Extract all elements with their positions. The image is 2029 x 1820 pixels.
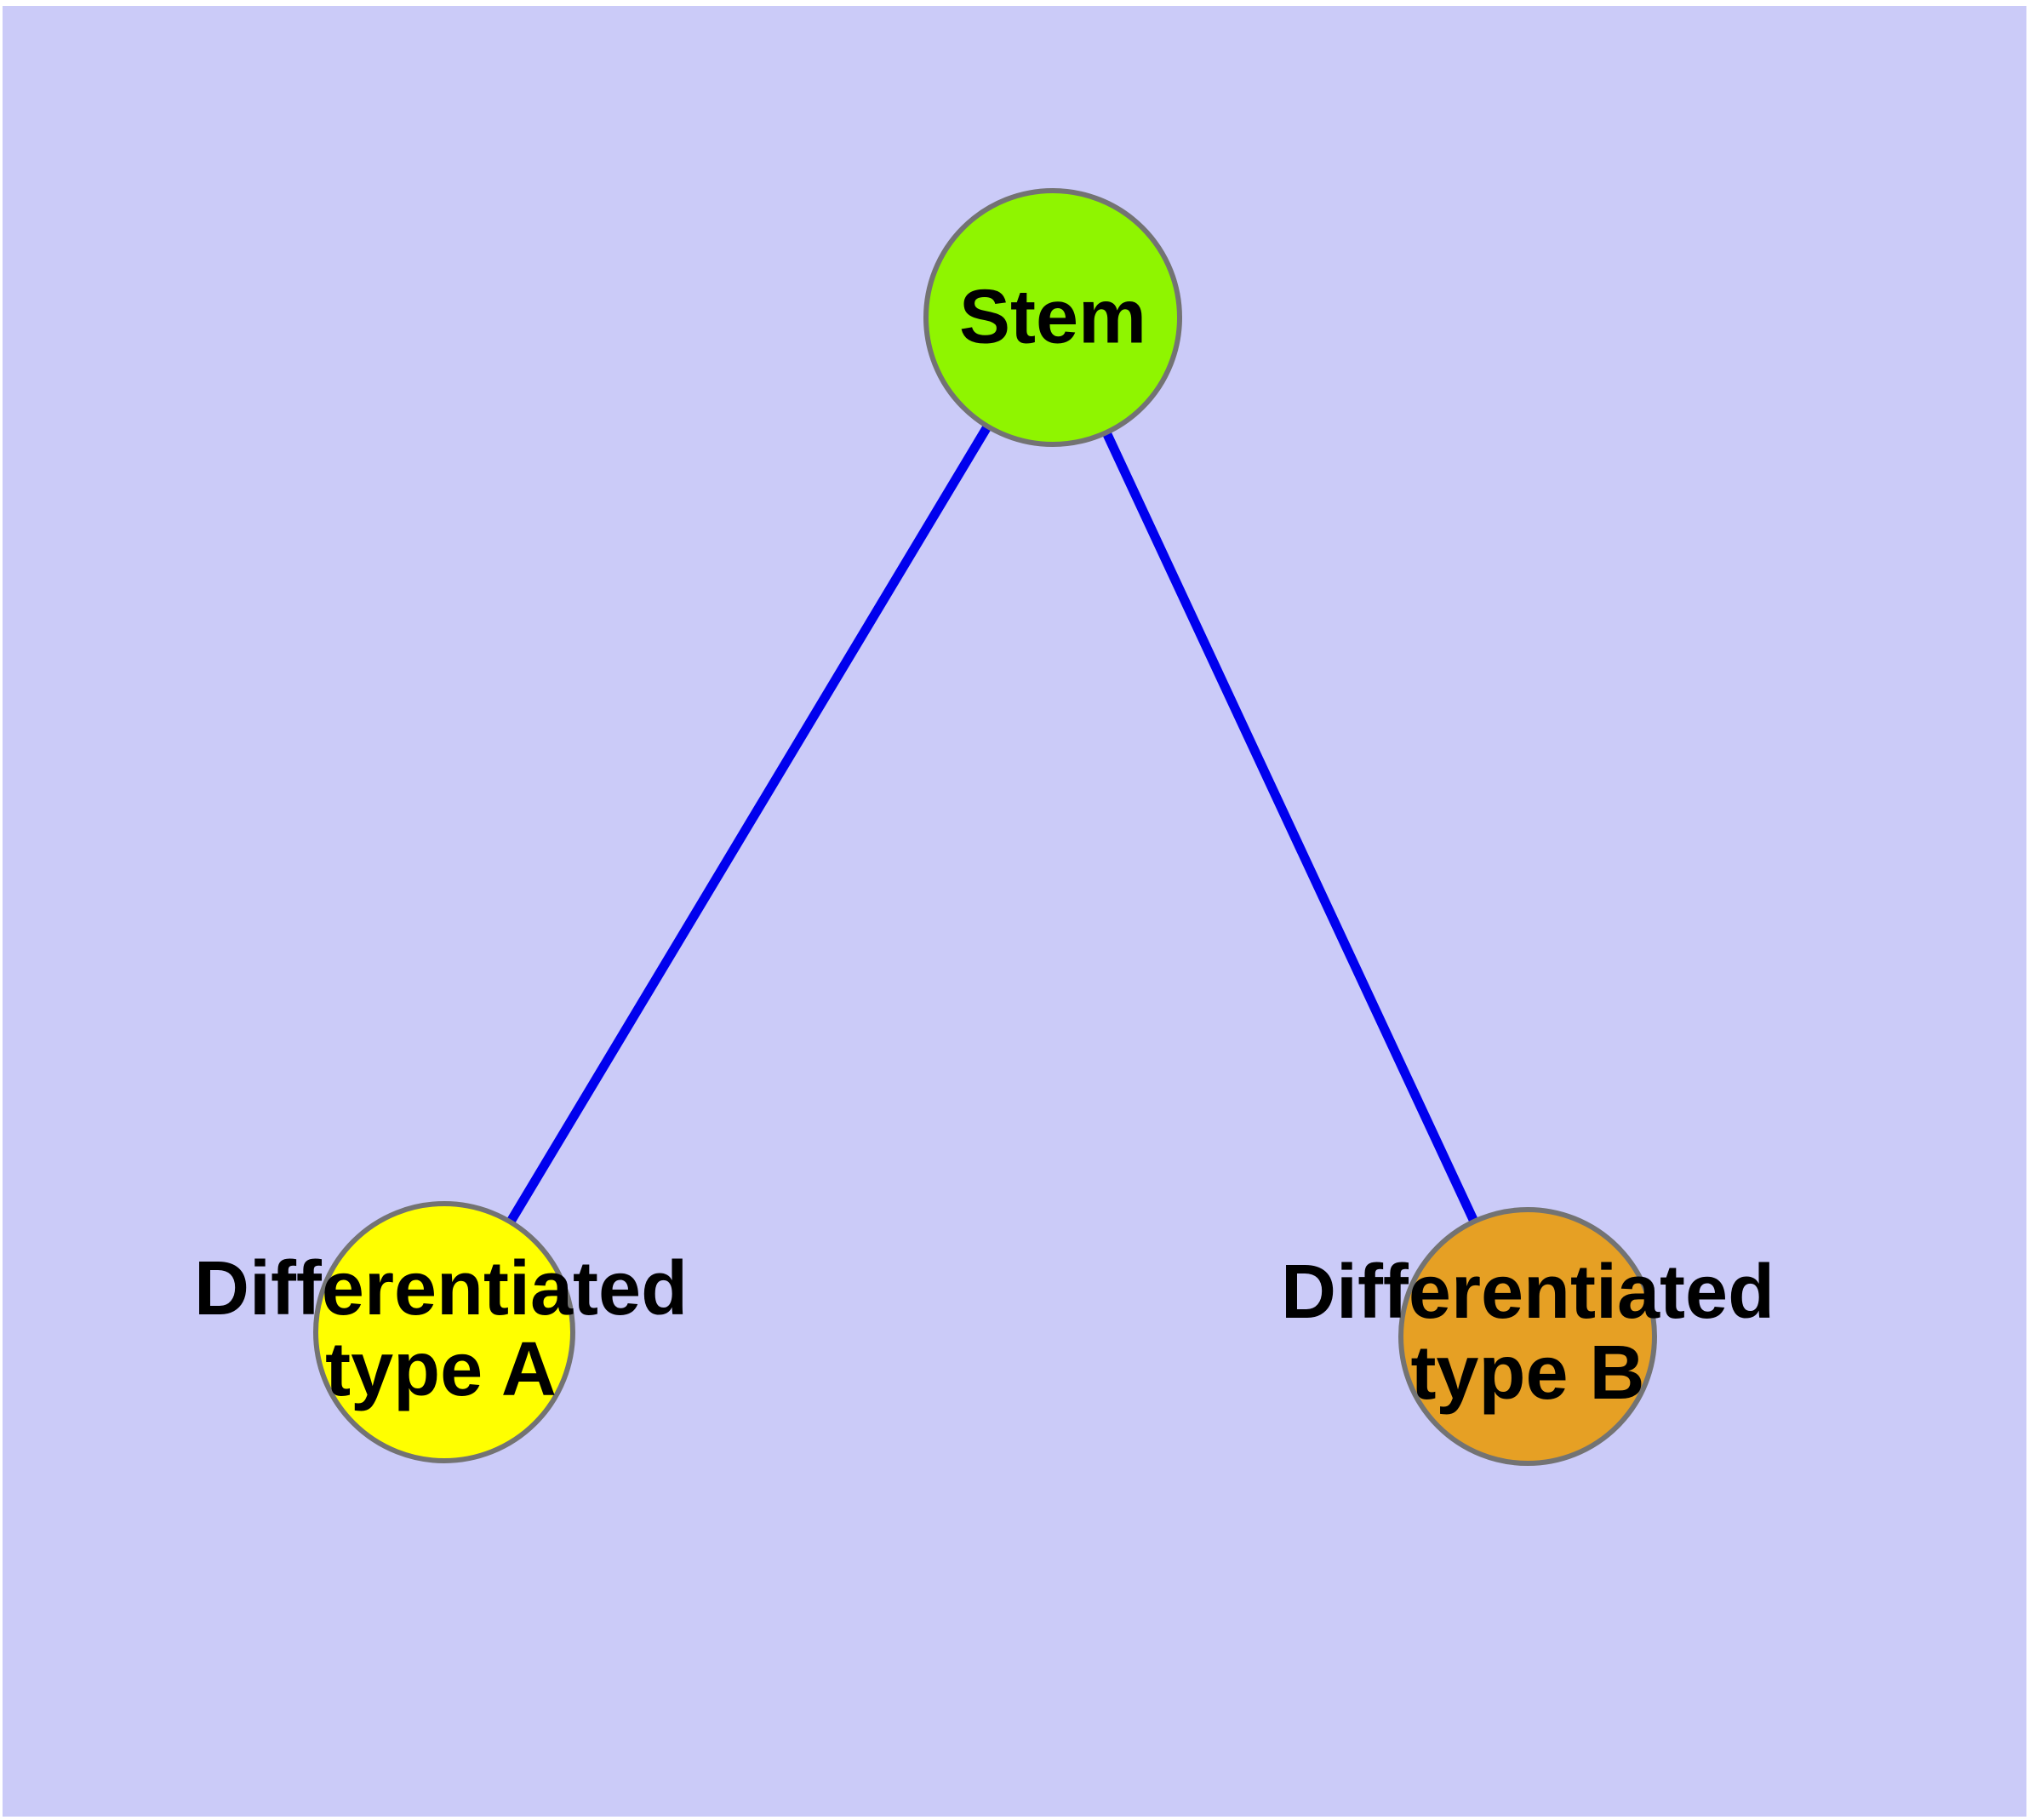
node-type-a-circle: [313, 1201, 575, 1463]
node-type-b-circle: [1398, 1207, 1657, 1466]
edge-stem-to-type-a: [440, 315, 1057, 1335]
node-stem-circle: [923, 188, 1182, 447]
edge-stem-to-type-b: [1049, 315, 1532, 1339]
